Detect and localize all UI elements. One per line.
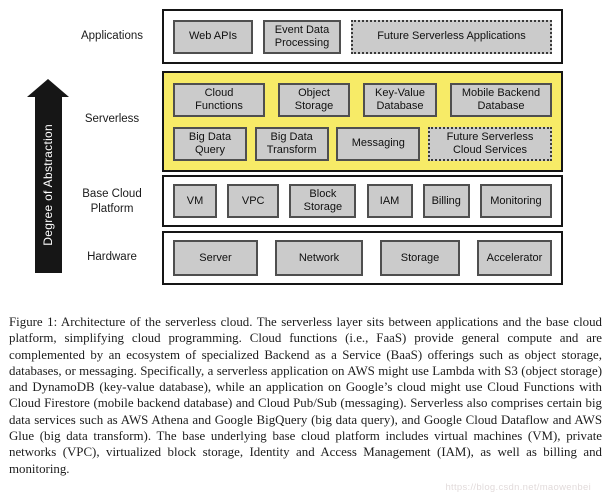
box-iam: IAM (366, 184, 413, 218)
row-label-serverless: Serverless (84, 113, 140, 125)
box-accelerator: Accelerator (477, 240, 552, 276)
box-storage: Storage (380, 240, 460, 276)
layer-base-cloud-platform: VM VPC Block Storage IAM Billing Monitor… (162, 175, 563, 227)
box-server: Server (173, 240, 258, 276)
box-future-serverless-cloud-services: Future Serverless Cloud Services (427, 126, 552, 161)
box-future-serverless-applications: Future Serverless Applications (351, 19, 552, 54)
row-label-applications: Applications (80, 30, 143, 42)
layer-serverless: Cloud Functions Object Storage Key-Value… (162, 71, 563, 172)
box-big-data-query: Big Data Query (173, 126, 247, 161)
box-key-value-database: Key-Value Database (363, 82, 437, 117)
degree-of-abstraction-arrow: Degree of Abstraction (27, 79, 69, 273)
watermark-url: https://blog.csdn.net/maowenbei (445, 482, 591, 493)
box-cloud-functions: Cloud Functions (173, 82, 265, 117)
box-messaging: Messaging (336, 126, 421, 161)
box-event-data-processing: Event Data Processing (263, 19, 341, 54)
box-big-data-transform: Big Data Transform (254, 126, 329, 161)
serverless-row-2: Big Data Query Big Data Transform Messag… (173, 126, 552, 161)
box-block-storage: Block Storage (289, 184, 357, 218)
box-mobile-backend-database: Mobile Backend Database (450, 82, 552, 117)
row-label-base-cloud-platform: Base Cloud Platform (82, 188, 142, 215)
box-web-apis: Web APIs (173, 19, 253, 54)
box-monitoring: Monitoring (479, 184, 552, 218)
box-vpc: VPC (227, 184, 280, 218)
architecture-figure: Degree of Abstraction Applications Serve… (27, 9, 563, 285)
box-object-storage: Object Storage (278, 82, 350, 117)
box-vm: VM (173, 184, 217, 218)
arrow-up-icon (27, 79, 69, 97)
arrow-label: Degree of Abstraction (41, 124, 55, 246)
arrow-shaft: Degree of Abstraction (34, 97, 62, 273)
serverless-row-1: Cloud Functions Object Storage Key-Value… (173, 82, 552, 117)
box-billing: Billing (422, 184, 470, 218)
layer-applications: Web APIs Event Data Processing Future Se… (162, 9, 563, 64)
box-network: Network (275, 240, 363, 276)
figure-caption: Figure 1: Architecture of the serverless… (9, 315, 602, 476)
row-label-hardware: Hardware (87, 251, 137, 263)
layer-hardware: Server Network Storage Accelerator (162, 231, 563, 285)
